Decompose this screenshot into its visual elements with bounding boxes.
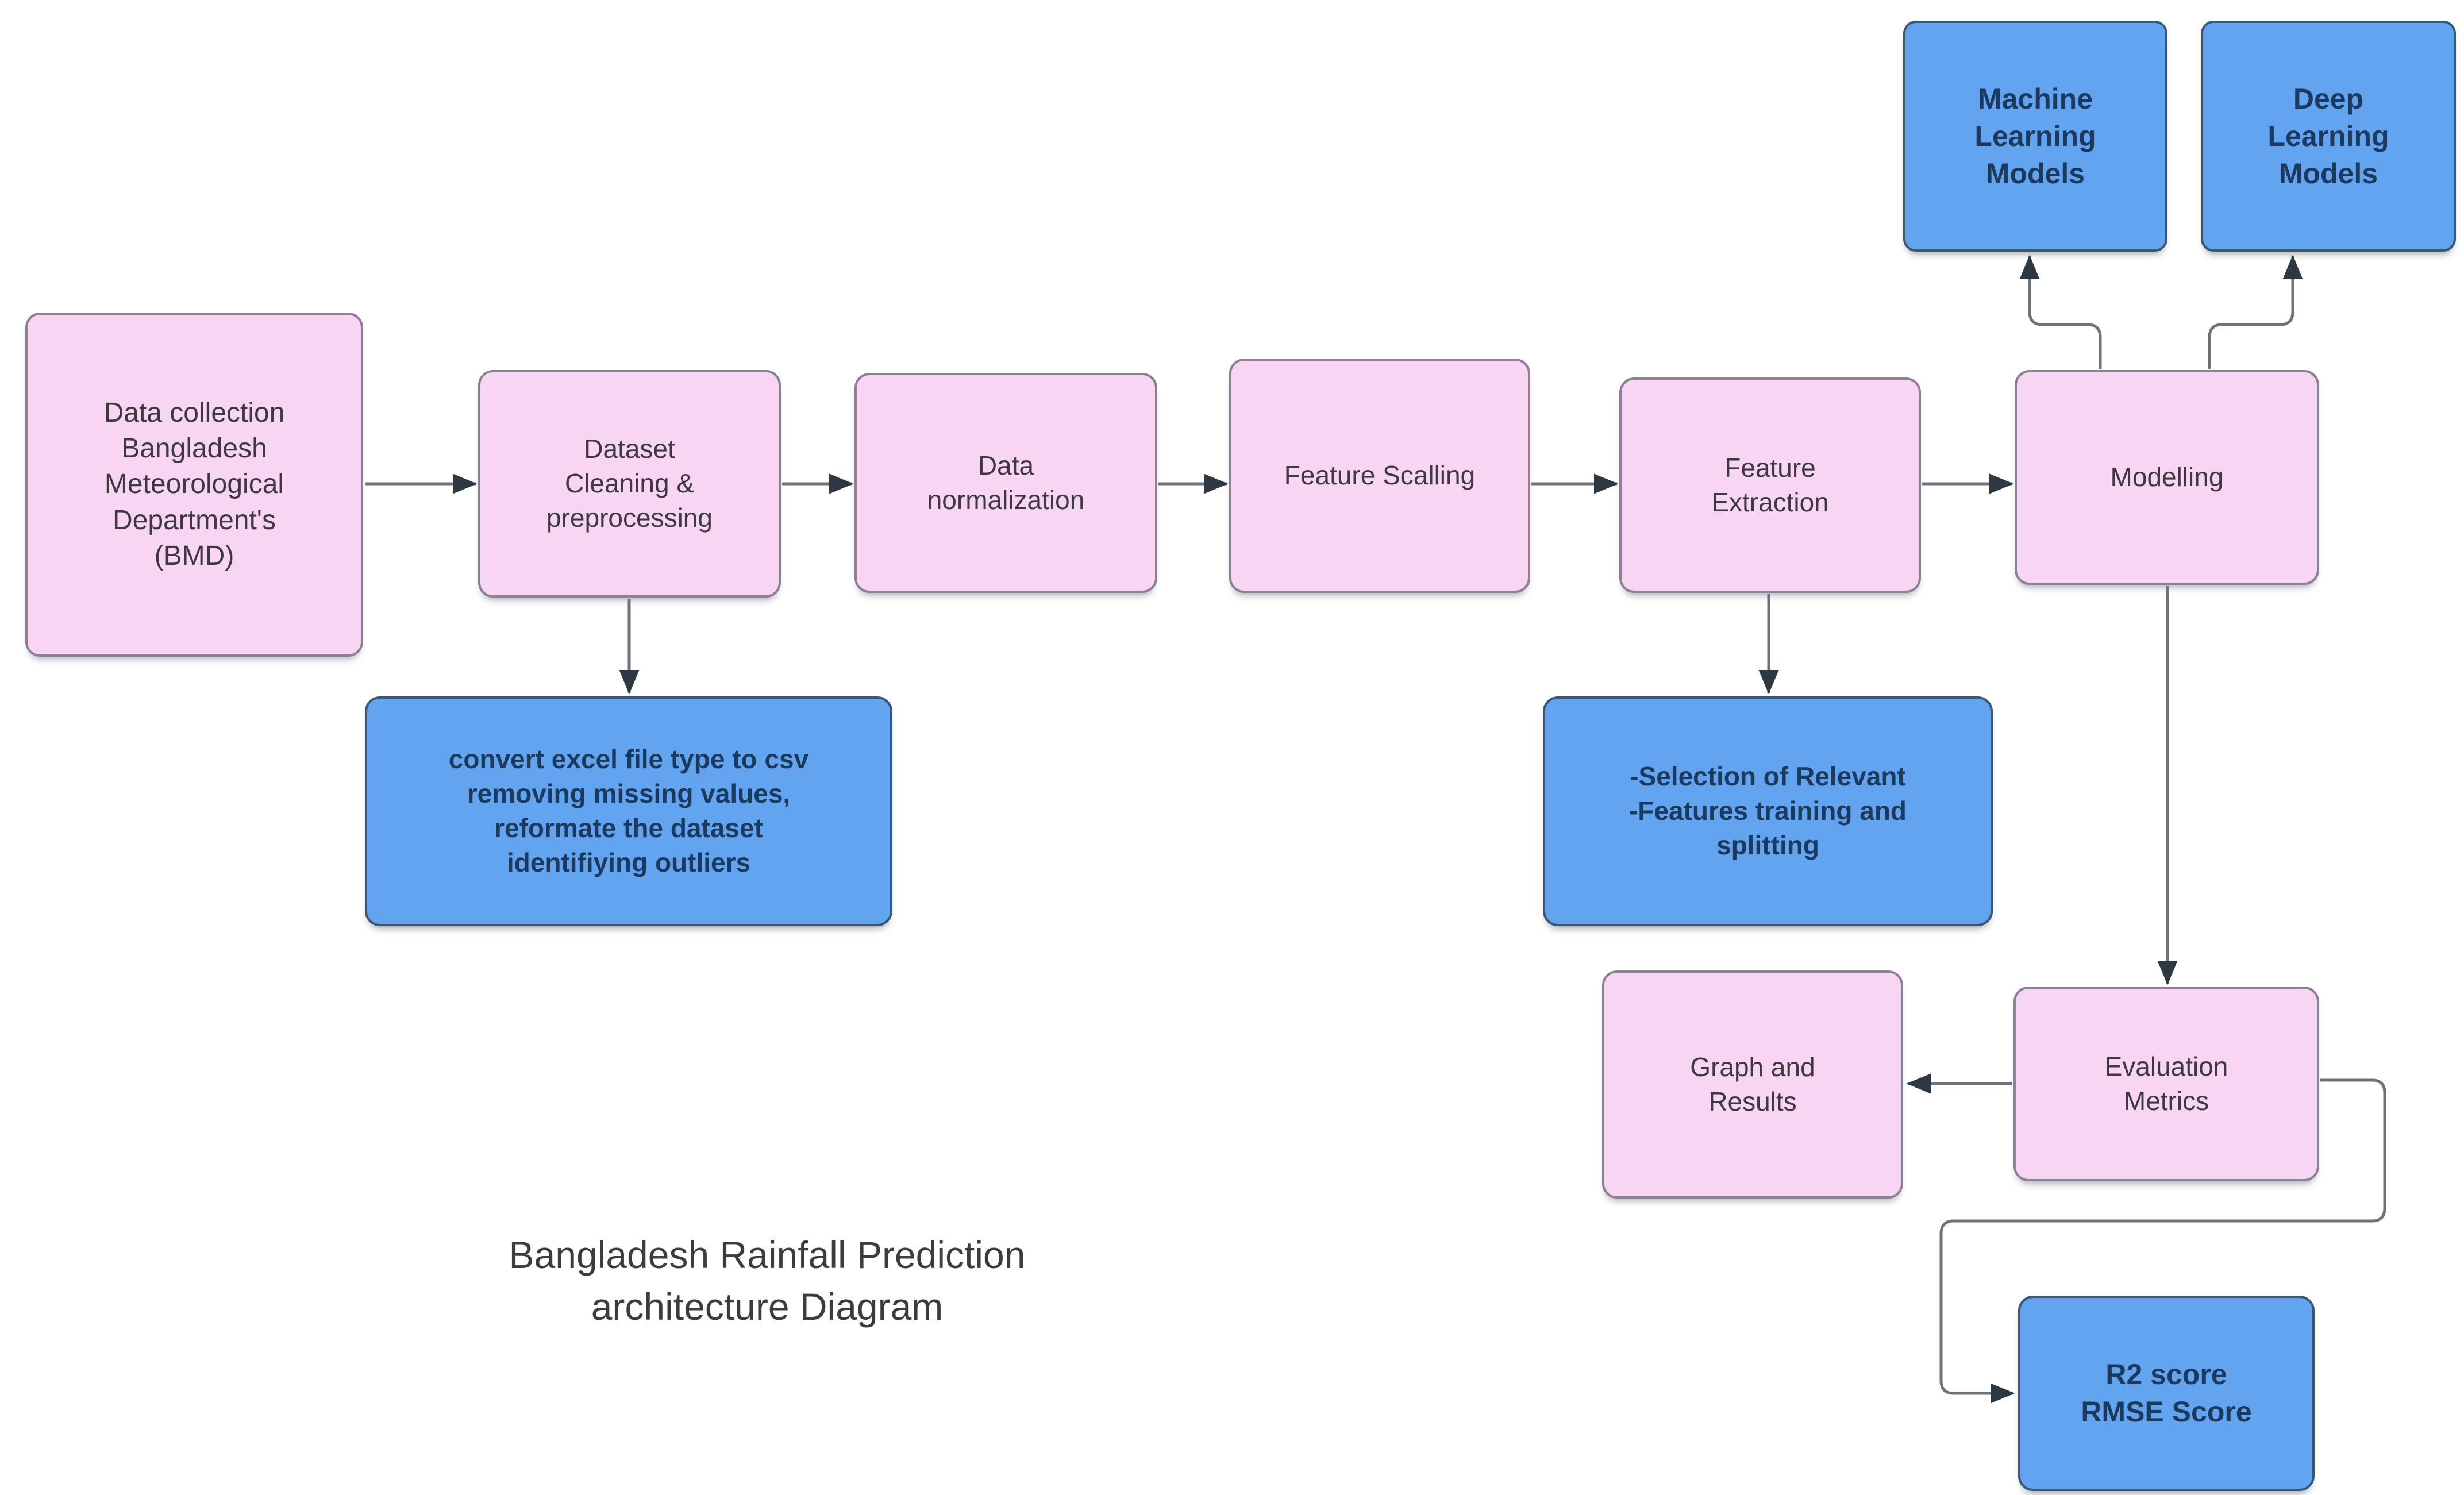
node-modelling-label: Modelling	[2110, 462, 2224, 492]
node-feature-scaling-label: Feature Scalling	[1284, 460, 1476, 491]
connector-modelling-to-dl	[2208, 255, 2303, 369]
node-deep-learning-models-label: Deep Learning Models	[2267, 82, 2389, 190]
node-deep-learning-models: Deep Learning Models	[2201, 21, 2456, 252]
node-dataset-cleaning: Dataset Cleaning & preprocessing	[478, 370, 781, 598]
node-data-collection-label: Data collection Bangladesh Meteorologica…	[103, 397, 285, 572]
node-cleaning-details-label: convert excel file type to csv removing …	[448, 744, 809, 877]
node-modelling: Modelling	[2015, 370, 2319, 585]
node-graph-results-label: Graph and Results	[1690, 1051, 1815, 1116]
node-data-normalization-label: Data normalization	[927, 450, 1085, 515]
node-machine-learning-models: Machine Learning Models	[1903, 21, 2167, 252]
node-feature-details: -Selection of Relevant -Features trainin…	[1543, 696, 1993, 926]
node-r2-rmse-label: R2 score RMSE Score	[2081, 1358, 2252, 1428]
node-cleaning-details: convert excel file type to csv removing …	[365, 696, 892, 926]
node-machine-learning-models-label: Machine Learning Models	[1974, 82, 2096, 190]
node-feature-extraction: Feature Extraction	[1619, 377, 1921, 593]
node-graph-results: Graph and Results	[1602, 970, 1903, 1199]
diagram-title: Bangladesh Rainfall Prediction architect…	[509, 1234, 1026, 1328]
connector-evaluation-to-r2	[1939, 1078, 2386, 1404]
node-feature-details-label: -Selection of Relevant -Features trainin…	[1628, 761, 1907, 860]
node-data-collection: Data collection Bangladesh Meteorologica…	[25, 313, 363, 657]
node-feature-extraction-label: Feature Extraction	[1711, 452, 1829, 517]
node-r2-rmse: R2 score RMSE Score	[2018, 1296, 2315, 1491]
node-evaluation-metrics: Evaluation Metrics	[2013, 987, 2319, 1181]
node-data-normalization: Data normalization	[854, 373, 1157, 593]
node-dataset-cleaning-label: Dataset Cleaning & preprocessing	[546, 434, 713, 533]
node-evaluation-metrics-label: Evaluation Metrics	[2104, 1051, 2228, 1116]
node-feature-scaling: Feature Scalling	[1229, 359, 1530, 593]
connector-modelling-to-ml	[2019, 255, 2102, 369]
